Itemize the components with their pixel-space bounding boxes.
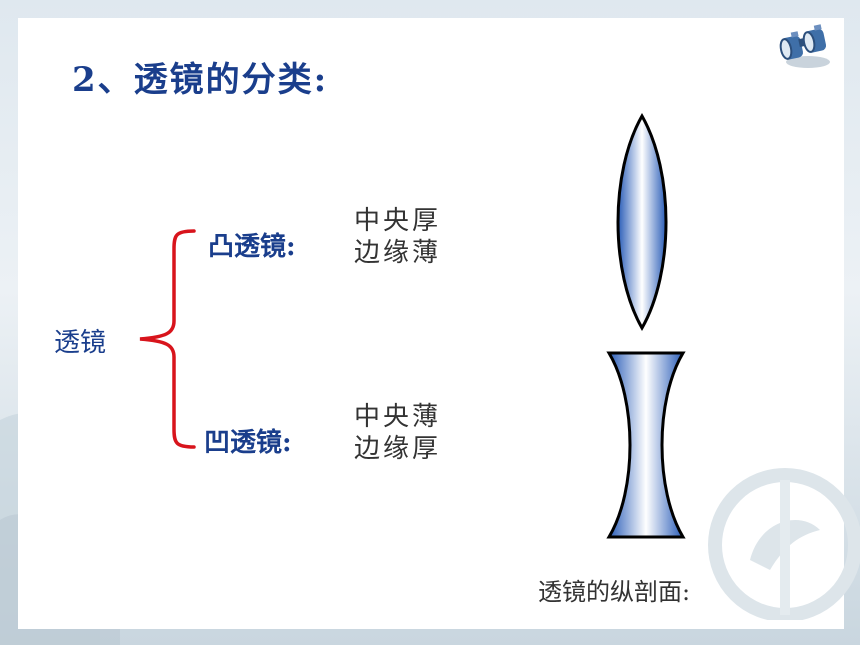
convex-lens-cross-section bbox=[616, 112, 668, 332]
convex-line-1: 中央厚 bbox=[354, 206, 442, 236]
slide-panel bbox=[18, 18, 844, 629]
red-brace bbox=[139, 229, 196, 449]
concave-lens-description: 中央薄 边缘厚 bbox=[354, 401, 441, 465]
lens-cross-section-caption: 透镜的纵剖面: bbox=[538, 578, 691, 606]
binoculars-icon bbox=[779, 24, 830, 68]
concave-line-1: 中央薄 bbox=[354, 402, 442, 432]
concave-line-2: 边缘厚 bbox=[354, 434, 442, 464]
slide-title: 2、透镜的分类: bbox=[72, 60, 329, 100]
convex-line-2: 边缘薄 bbox=[354, 238, 442, 268]
convex-lens-label: 凸透镜: bbox=[208, 232, 296, 262]
convex-lens-description: 中央厚 边缘薄 bbox=[354, 205, 441, 269]
root-label-lens: 透镜 bbox=[54, 328, 107, 358]
hands-leaf-watermark-icon bbox=[708, 468, 860, 620]
concave-lens-cross-section bbox=[606, 351, 686, 539]
concave-lens-label: 凹透镜: bbox=[204, 428, 292, 458]
